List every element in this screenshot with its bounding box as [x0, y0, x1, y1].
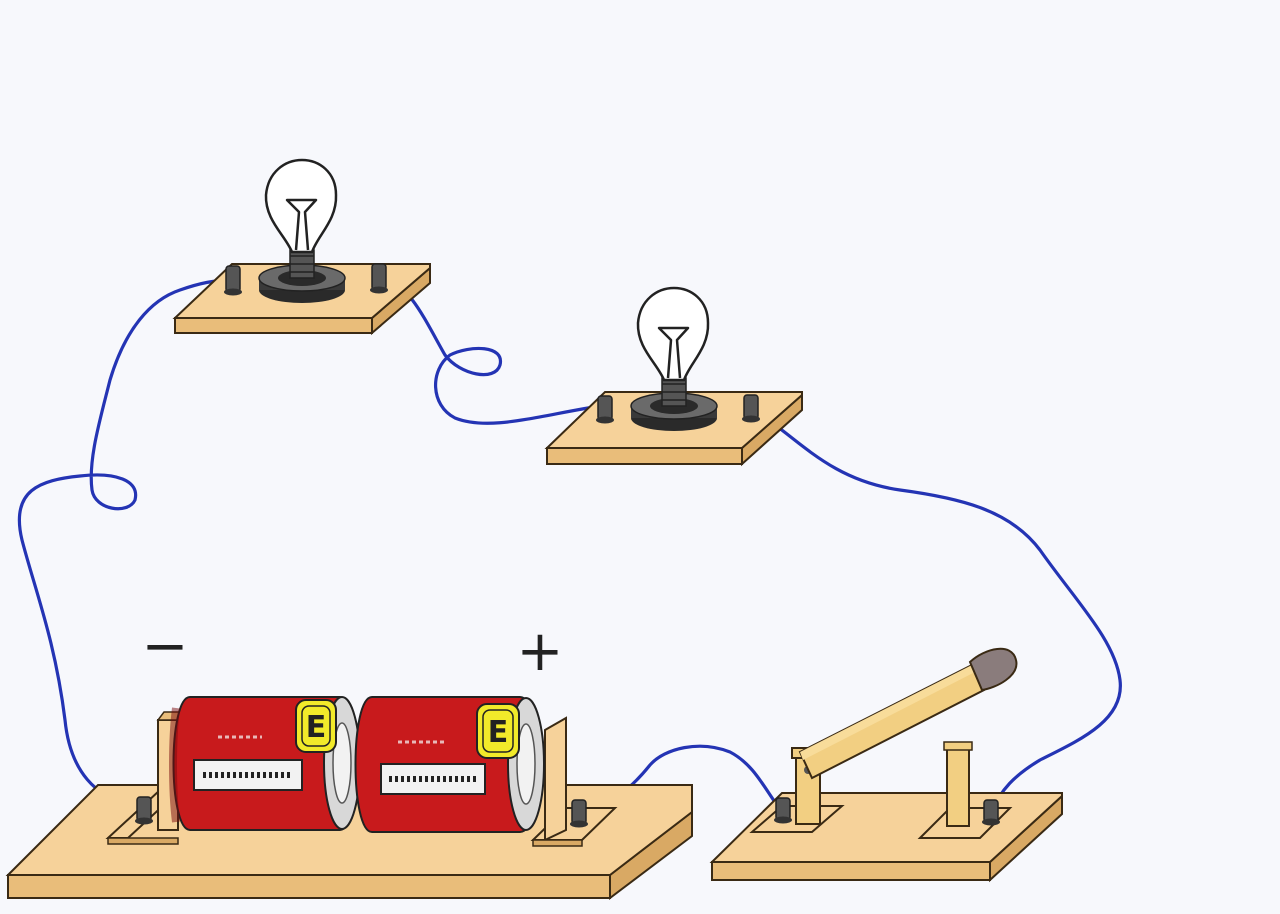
bulb-1-filament [285, 198, 318, 251]
bulb-2-assembly [544, 286, 803, 467]
positive-pole-label: + [517, 619, 564, 684]
battery-bracket-right [530, 716, 618, 847]
bulb-1-terminal-right [370, 263, 388, 294]
switch-terminal-left [774, 797, 792, 824]
bulb-1-socket [258, 264, 346, 303]
bulb-1 [264, 158, 338, 279]
bulb-2-filament [657, 326, 690, 379]
battery-terminal-positive [570, 799, 588, 828]
bulb-2 [636, 286, 710, 407]
switch-board-side [711, 861, 991, 881]
battery-cell-1-mark: E [306, 710, 327, 745]
battery-cell-2-mark: E [488, 715, 509, 750]
negative-pole-label: − [142, 614, 189, 679]
switch-contact-post [946, 743, 970, 827]
wire-bulb-2-to-switch [750, 406, 1122, 814]
battery-cell-1-cap [295, 699, 337, 753]
wire-bulb-1-to-bulb-2 [380, 274, 608, 425]
bulb-1-board-side [174, 317, 373, 334]
wire-battery-to-bulb-1 [17, 278, 234, 808]
bulb-2-terminal-right [742, 394, 760, 423]
battery-cell-2: E [354, 696, 545, 833]
battery-board-side [7, 874, 611, 899]
battery-terminal-negative [135, 796, 153, 825]
bulb-1-assembly [172, 158, 431, 336]
switch-handle [968, 647, 1018, 692]
bulb-2-terminal-left [596, 395, 614, 424]
battery-cell-1: E [169, 696, 361, 831]
battery-holder: E E − + [5, 614, 693, 901]
knife-switch [709, 647, 1063, 883]
switch-terminal-right [982, 799, 1000, 826]
bulb-2-board-side [546, 447, 743, 465]
battery-cell-2-cap [476, 703, 520, 759]
bulb-1-terminal-left [224, 265, 242, 296]
